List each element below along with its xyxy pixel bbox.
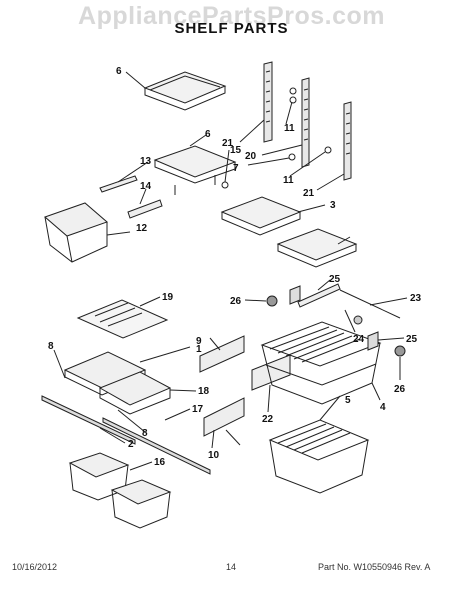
screw-11-top xyxy=(289,87,297,95)
callout-12: 12 xyxy=(136,223,148,234)
storage-bin-16-right xyxy=(110,479,172,529)
roller-26-left xyxy=(266,295,278,307)
storage-bin-16-left xyxy=(68,452,130,501)
callout-17: 17 xyxy=(192,404,204,415)
callout-2: 2 xyxy=(128,439,134,450)
callout-1: 1 xyxy=(196,344,202,355)
trim-strip-2 xyxy=(41,395,136,445)
callout-13: 13 xyxy=(140,156,152,167)
callout-8b: 8 xyxy=(142,428,148,439)
slide-rail-24 xyxy=(297,283,341,308)
divider-22 xyxy=(251,354,291,391)
callout-25a: 25 xyxy=(329,274,341,285)
callout-3: 3 xyxy=(330,200,336,211)
shelf-rail-20 xyxy=(301,77,310,168)
callout-22: 22 xyxy=(262,414,274,425)
footer-page: 14 xyxy=(226,562,237,572)
wire-basket-4 xyxy=(260,321,382,405)
callout-6b: 6 xyxy=(205,129,211,140)
callout-18: 18 xyxy=(198,386,210,397)
knob-screw xyxy=(353,315,363,325)
callout-10: 10 xyxy=(208,450,220,461)
callout-24: 24 xyxy=(353,334,365,345)
crisper-drawer-12 xyxy=(44,202,108,263)
callout-11b: 11 xyxy=(283,175,294,186)
shelf-rail-21-right xyxy=(343,101,352,181)
screw-7 xyxy=(288,153,296,161)
bracket-25-left xyxy=(289,285,301,305)
glass-panel-19 xyxy=(76,299,169,339)
footer-part-number: Part No. W10550946 Rev. A xyxy=(318,562,431,572)
divider-9 xyxy=(199,335,245,373)
footer-date: 10/16/2012 xyxy=(12,562,58,572)
screw-15 xyxy=(221,181,229,189)
callout-21a: 21 xyxy=(222,138,234,149)
callout-15: 15 xyxy=(230,145,242,156)
shelf-rail-21-left xyxy=(263,61,273,143)
watermark: AppliancePartsPros.com xyxy=(78,2,385,30)
callout-8a: 8 xyxy=(48,341,54,352)
callout-4: 4 xyxy=(380,402,386,413)
callout-19: 19 xyxy=(162,292,174,303)
callout-6a: 6 xyxy=(116,66,122,77)
callout-11a: 11 xyxy=(284,123,295,134)
bracket-25-right xyxy=(367,331,379,351)
roller-26-right xyxy=(394,345,406,357)
callout-23: 23 xyxy=(410,293,422,304)
callout-21b: 21 xyxy=(303,188,315,199)
callout-26a: 26 xyxy=(230,296,242,307)
screw-11-bottom xyxy=(324,146,332,154)
glass-shelf-6-top xyxy=(143,71,227,111)
screw-11-b xyxy=(289,96,297,104)
slide-rail-13 xyxy=(99,175,138,193)
callout-7: 7 xyxy=(233,163,239,174)
callout-14: 14 xyxy=(140,181,152,192)
callout-25b: 25 xyxy=(406,334,418,345)
shelf-frame-18 xyxy=(98,371,172,415)
divider-10 xyxy=(203,397,245,437)
callout-20: 20 xyxy=(245,151,257,162)
callout-16: 16 xyxy=(154,457,166,468)
slide-rail-23 xyxy=(339,289,401,319)
glass-shelf-3-lower xyxy=(276,228,358,268)
trim-strip-17 xyxy=(102,417,211,475)
callout-9: 9 xyxy=(196,336,202,347)
callout-5: 5 xyxy=(345,395,351,406)
callout-26b: 26 xyxy=(394,384,406,395)
wire-basket-5 xyxy=(268,419,370,494)
page-title: SHELF PARTS xyxy=(174,20,289,37)
glass-shelf-6-middle xyxy=(153,145,237,195)
bracket-14 xyxy=(127,199,163,219)
glass-shelf-3-upper xyxy=(220,196,302,236)
